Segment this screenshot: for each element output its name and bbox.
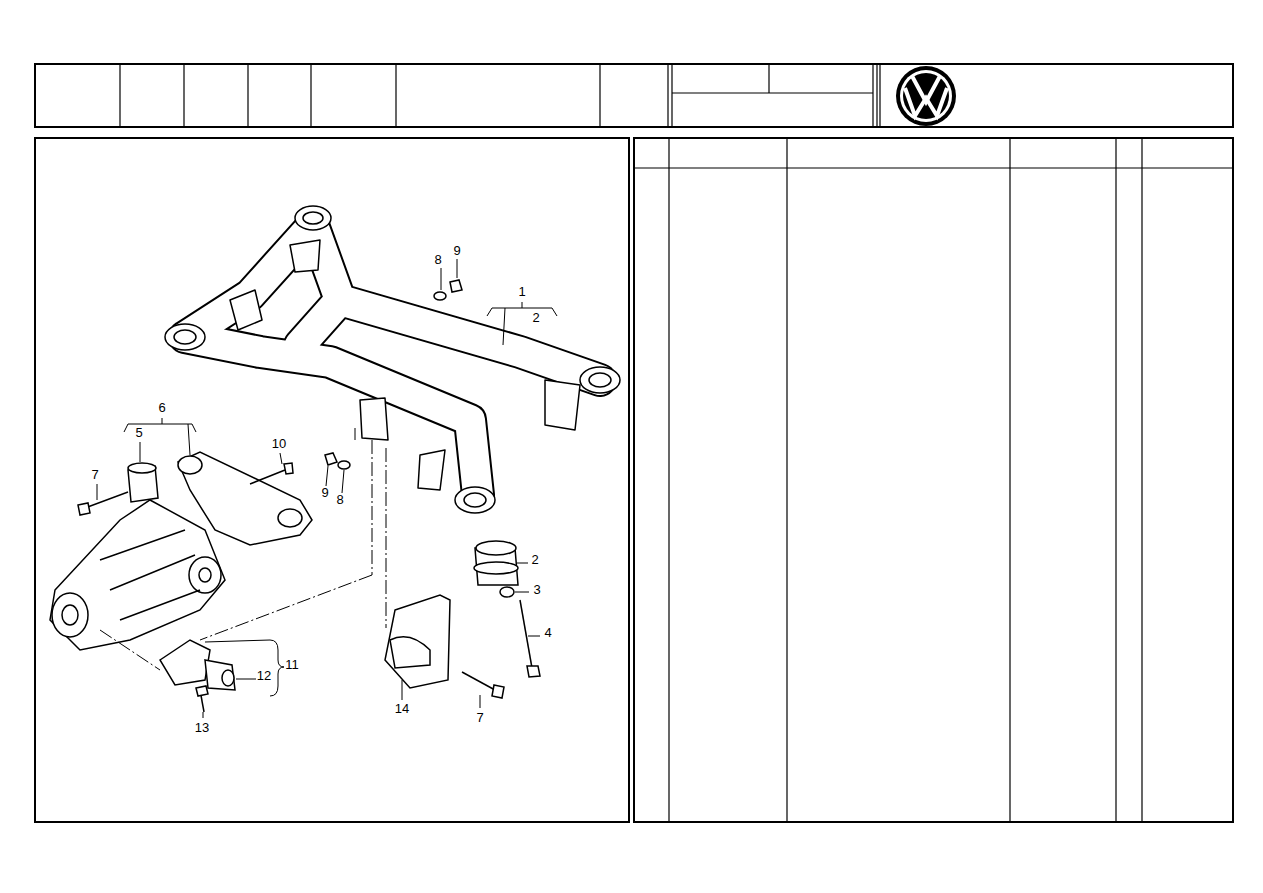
- callout-number: 12: [253, 668, 275, 683]
- callout-number: 14: [391, 701, 413, 716]
- callout-number: 6: [151, 400, 173, 415]
- callout-number: 5: [128, 425, 150, 440]
- callout-number: 3: [526, 582, 548, 597]
- callout-number: 9: [446, 243, 468, 258]
- callout-number: 4: [537, 625, 559, 640]
- subframe: [165, 206, 620, 513]
- callout-number: 8: [329, 492, 351, 507]
- parts: [50, 280, 540, 712]
- leader-lines: [97, 259, 557, 718]
- callout-number: 2: [525, 310, 547, 325]
- callout-number: 13: [191, 720, 213, 735]
- callout-number: 8: [427, 252, 449, 267]
- callout-number: 10: [268, 436, 290, 451]
- callout-number: 7: [84, 467, 106, 482]
- callout-number: 11: [281, 657, 303, 672]
- vw-logo: [896, 66, 956, 126]
- callout-number: 7: [469, 710, 491, 725]
- assembly-lines: [100, 428, 386, 670]
- callout-number: 1: [511, 284, 533, 299]
- callout-number: 9: [314, 485, 336, 500]
- callout-number: 2: [524, 552, 546, 567]
